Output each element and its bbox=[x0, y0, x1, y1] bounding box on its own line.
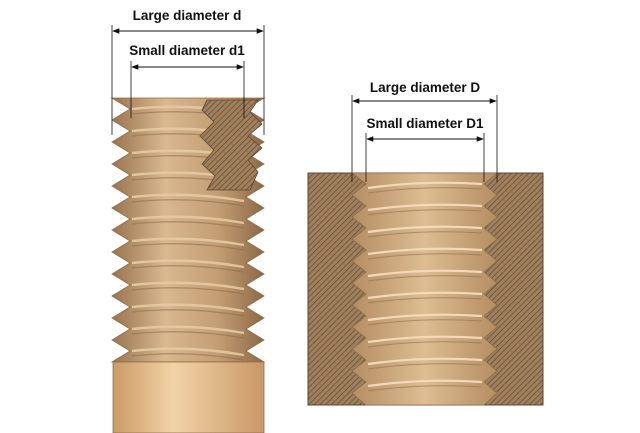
nut-thread-crest bbox=[367, 181, 483, 190]
bolt-thread-crest bbox=[131, 215, 245, 225]
bolt-thread-crest bbox=[131, 325, 245, 335]
bolt-thread-root bbox=[131, 199, 245, 207]
nut-thread-root bbox=[367, 275, 483, 282]
bolt-small-diameter-label: Small diameter d1 bbox=[129, 43, 245, 58]
nut-thread-root bbox=[367, 231, 483, 238]
nut-thread-crest bbox=[367, 269, 483, 278]
nut-thread-crest bbox=[367, 203, 483, 212]
bolt-large-diameter-label: Large diameter d bbox=[132, 8, 242, 23]
nut-thread-root bbox=[367, 385, 483, 392]
nut-large-diameter-label: Large diameter D bbox=[369, 80, 481, 95]
nut-internal-thread bbox=[307, 172, 544, 406]
bolt-small-diameter-dim bbox=[130, 61, 245, 118]
dimension-lines bbox=[111, 25, 498, 182]
nut-small-diameter-label: Small diameter D1 bbox=[366, 116, 484, 131]
nut-thread-root bbox=[367, 297, 483, 304]
nut-thread-root bbox=[367, 253, 483, 260]
nut-thread-crest bbox=[367, 291, 483, 300]
bolt-large-diameter-dim bbox=[111, 25, 265, 135]
bolt-thread-crest bbox=[131, 259, 245, 269]
bolt-thread-root bbox=[131, 309, 245, 317]
bolt-thread-crest bbox=[131, 281, 245, 291]
nut-thread-crest bbox=[367, 379, 483, 388]
nut-thread-crest bbox=[367, 335, 483, 344]
bolt-thread-root bbox=[131, 331, 245, 339]
nut-thread-root bbox=[367, 363, 483, 370]
bolt-shank bbox=[112, 361, 265, 433]
nut-thread-root bbox=[367, 319, 483, 326]
nut-thread-crest bbox=[367, 357, 483, 366]
bolt-thread-root bbox=[131, 287, 245, 295]
nut-large-diameter-dim bbox=[351, 95, 498, 182]
bolt-thread-root bbox=[131, 243, 245, 251]
nut-thread-crest bbox=[367, 247, 483, 256]
bolt-thread-root bbox=[131, 221, 245, 229]
bolt-external-thread bbox=[110, 97, 266, 433]
nut-thread-root bbox=[367, 341, 483, 348]
bolt-thread-crest bbox=[131, 303, 245, 313]
nut-thread-crest bbox=[367, 225, 483, 234]
bolt-thread-root bbox=[131, 265, 245, 273]
nut-thread-crest bbox=[367, 313, 483, 322]
nut-thread-root bbox=[367, 187, 483, 194]
nut-small-diameter-dim bbox=[365, 133, 485, 182]
nut-threaded-bore bbox=[350, 172, 499, 406]
nut-thread-root bbox=[367, 209, 483, 216]
bolt-thread-crest bbox=[131, 193, 245, 203]
bolt-thread-crest bbox=[131, 347, 245, 357]
bolt-thread-crest bbox=[131, 237, 245, 247]
bolt-thread-root bbox=[131, 353, 245, 361]
bolt-section-cut bbox=[199, 99, 263, 191]
